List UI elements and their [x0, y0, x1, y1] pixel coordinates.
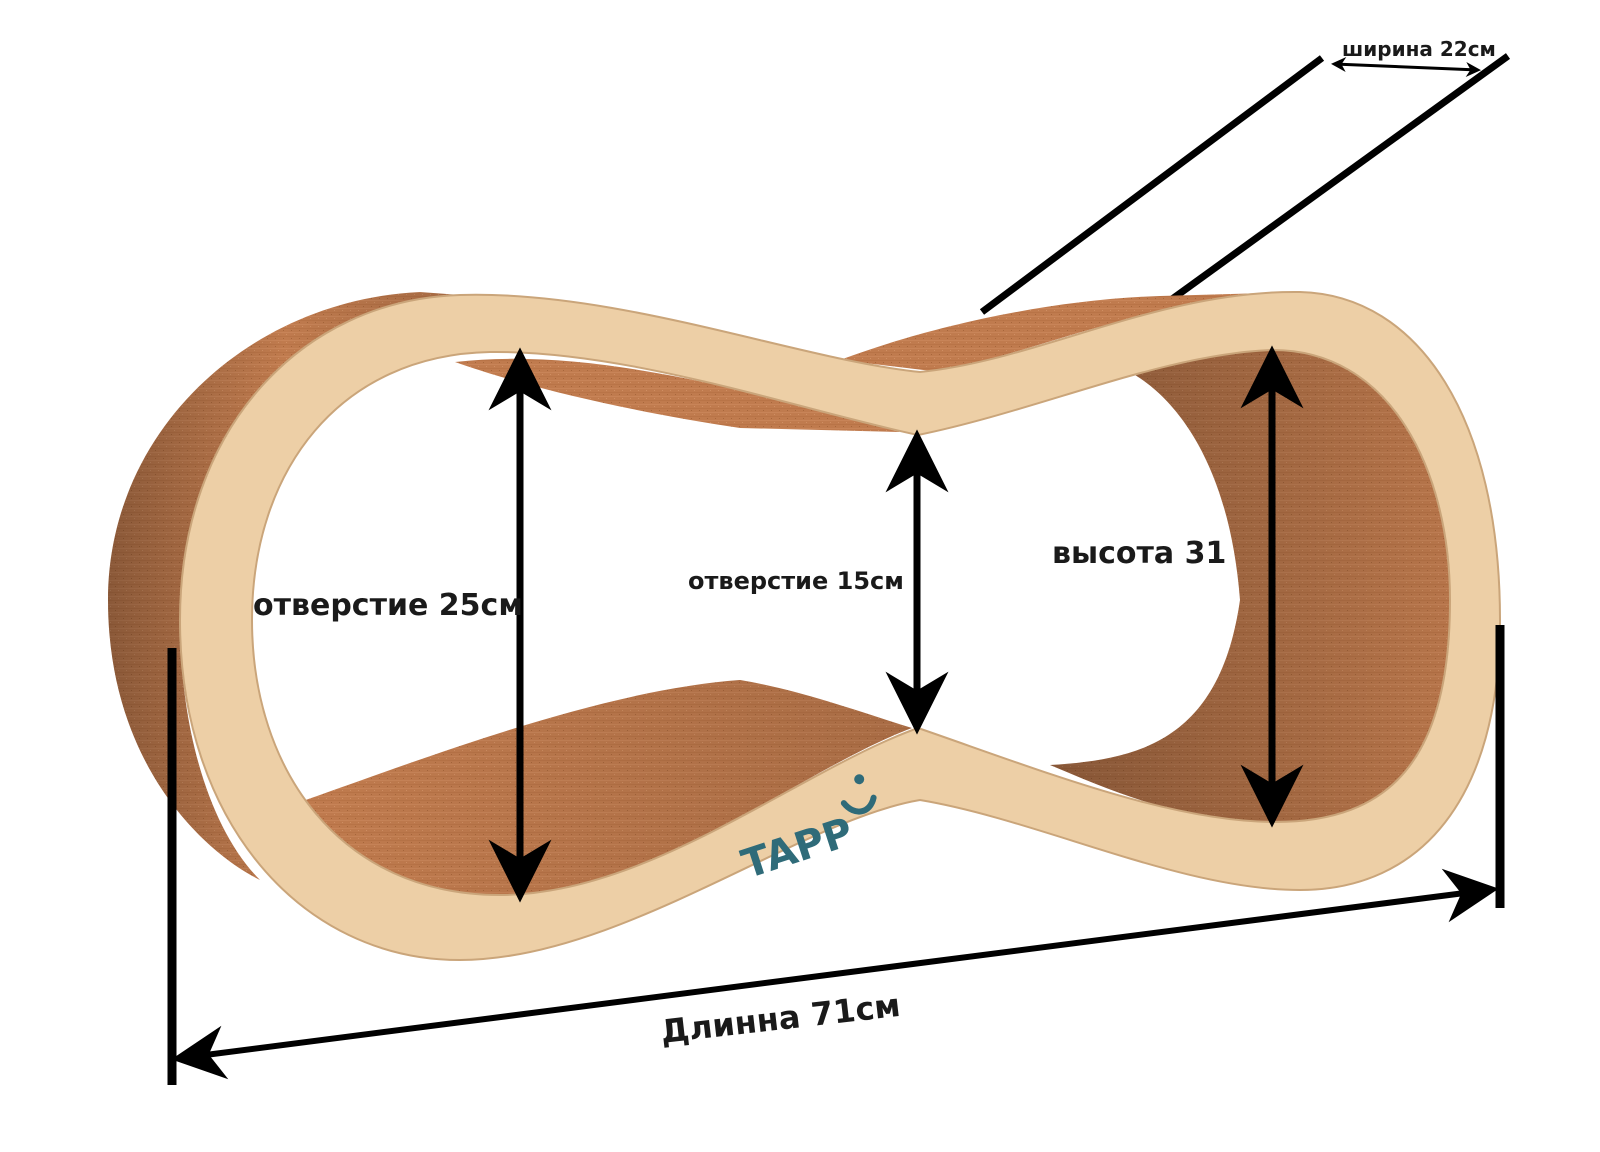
top-back-wall [840, 292, 1300, 372]
center-opening-dimension: отверстие 15см [688, 429, 949, 735]
left-opening-dimension: отверстие 25см [253, 347, 552, 903]
height-dimension: высота 31 [1052, 345, 1304, 828]
smile-icon [840, 794, 877, 815]
left-top-inner-surface [455, 358, 900, 432]
left-opening-label: отверстие 25см [253, 588, 523, 623]
length-label: Длинна 71см [659, 986, 903, 1051]
length-arrow [171, 868, 1499, 1080]
width-dimension: ширина 22см [979, 37, 1511, 315]
width-arrow [1331, 57, 1481, 77]
center-opening-label: отверстие 15см [688, 567, 904, 595]
height-label: высота 31 [1052, 536, 1226, 571]
width-label: ширина 22см [1342, 37, 1496, 61]
scratcher-body-depth [108, 292, 1300, 880]
width-guide-line-right [1165, 53, 1511, 305]
smile-dot-icon [854, 774, 865, 785]
width-guide-line-left [979, 55, 1325, 315]
